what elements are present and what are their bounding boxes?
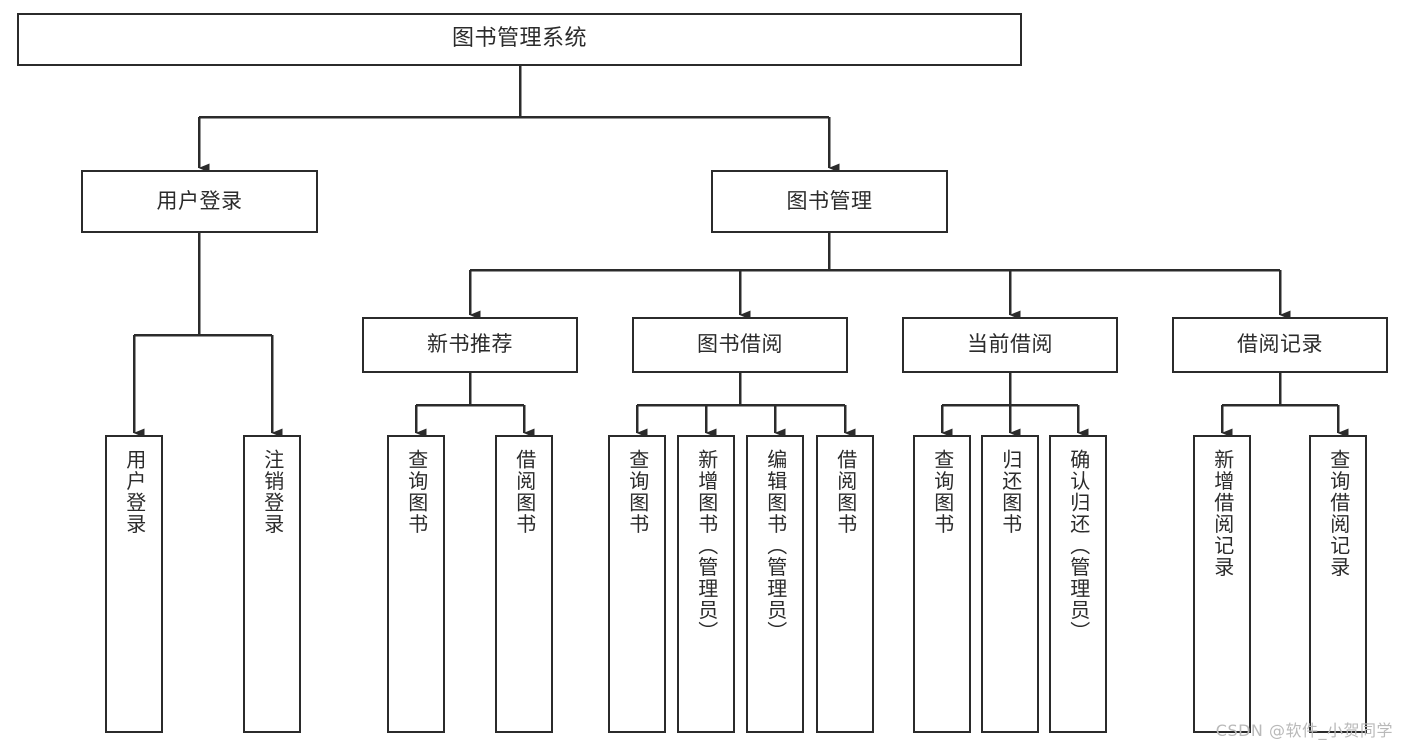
node-label: 归还图书 <box>998 449 1023 535</box>
node-label: 查询图书 <box>625 449 650 535</box>
node-leaf-current-borrow-return[interactable]: 归还图书 <box>981 435 1039 733</box>
node-leaf-book-borrow-add[interactable]: 新增图书（管理员） <box>677 435 735 733</box>
node-label: 借阅图书 <box>833 449 858 535</box>
node-label: 新增借阅记录 <box>1210 449 1235 578</box>
node-label: 确认归还（管理员） <box>1066 449 1091 643</box>
node-label: 注销登录 <box>260 449 285 535</box>
node-leaf-user-login-login[interactable]: 用户登录 <box>105 435 163 733</box>
node-label: 借阅记录 <box>1237 332 1323 357</box>
node-label: 借阅图书 <box>512 449 537 535</box>
node-leaf-book-borrow-edit[interactable]: 编辑图书（管理员） <box>746 435 804 733</box>
node-label: 查询图书 <box>404 449 429 535</box>
node-leaf-current-borrow-confirm[interactable]: 确认归还（管理员） <box>1049 435 1107 733</box>
node-leaf-new-book-query[interactable]: 查询图书 <box>387 435 445 733</box>
node-label: 查询借阅记录 <box>1326 449 1351 578</box>
node-user-login[interactable]: 用户登录 <box>81 170 318 233</box>
node-label: 用户登录 <box>122 449 147 535</box>
node-leaf-new-book-borrow[interactable]: 借阅图书 <box>495 435 553 733</box>
node-label: 图书管理系统 <box>451 26 587 52</box>
node-leaf-user-login-logout[interactable]: 注销登录 <box>243 435 301 733</box>
node-root-book-management-system[interactable]: 图书管理系统 <box>17 13 1022 66</box>
node-book-borrow[interactable]: 图书借阅 <box>632 317 848 373</box>
node-label: 当前借阅 <box>967 332 1053 357</box>
node-label: 编辑图书（管理员） <box>763 449 788 643</box>
node-borrow-record[interactable]: 借阅记录 <box>1172 317 1388 373</box>
node-label: 用户登录 <box>156 188 243 213</box>
node-current-borrow[interactable]: 当前借阅 <box>902 317 1118 373</box>
node-book-management[interactable]: 图书管理 <box>711 170 948 233</box>
node-leaf-book-borrow-borrow[interactable]: 借阅图书 <box>816 435 874 733</box>
node-leaf-borrow-record-add[interactable]: 新增借阅记录 <box>1193 435 1251 733</box>
node-leaf-borrow-record-query[interactable]: 查询借阅记录 <box>1309 435 1367 733</box>
node-label: 查询图书 <box>930 449 955 535</box>
node-leaf-book-borrow-query[interactable]: 查询图书 <box>608 435 666 733</box>
node-label: 新增图书（管理员） <box>694 449 719 643</box>
node-label: 图书管理 <box>786 188 873 213</box>
node-leaf-current-borrow-query[interactable]: 查询图书 <box>913 435 971 733</box>
node-label: 图书借阅 <box>697 332 783 357</box>
node-new-book-recommend[interactable]: 新书推荐 <box>362 317 578 373</box>
node-label: 新书推荐 <box>427 332 513 357</box>
